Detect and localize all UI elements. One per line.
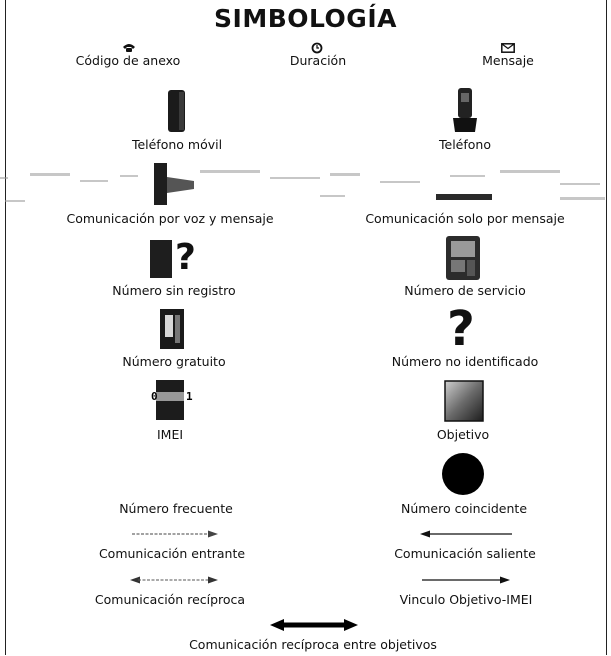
- unregistered-number-icon: ?: [150, 237, 196, 278]
- svg-text:?: ?: [447, 303, 475, 351]
- unidentified-number-icon: ?: [447, 303, 475, 351]
- anexo-label: Código de anexo: [75, 53, 181, 68]
- legend-frame: [5, 0, 607, 655]
- coincident-number-icon: [442, 453, 484, 495]
- telefono-movil-label: Teléfono móvil: [131, 137, 223, 152]
- incoming-arrow-icon: [132, 530, 218, 538]
- voice-message-icon: [154, 163, 194, 205]
- frecuente-label: Número frecuente: [119, 501, 233, 516]
- imei-label: IMEI: [156, 427, 184, 442]
- coincidente-label: Número coincidente: [400, 501, 528, 516]
- duracion-label: Duración: [289, 53, 347, 68]
- solo-mensaje-label: Comunicación solo por mensaje: [365, 211, 565, 226]
- sin-registro-label: Número sin registro: [112, 283, 236, 298]
- entre-objetivos-label: Comunicación recíproca entre objetivos: [189, 637, 437, 652]
- entrante-label: Comunicación entrante: [98, 546, 246, 561]
- svg-text:?: ?: [175, 237, 196, 278]
- mobile-phone-icon: [168, 90, 185, 132]
- de-servicio-label: Número de servicio: [404, 283, 526, 298]
- toll-free-number-icon: [160, 309, 184, 349]
- gratuito-label: Número gratuito: [122, 354, 226, 369]
- bidirectional-thick-arrow-icon: [270, 619, 358, 631]
- vinculo-label: Vinculo Objetivo-IMEI: [399, 592, 533, 607]
- clock-icon: [311, 42, 323, 54]
- saliente-label: Comunicación saliente: [394, 546, 536, 561]
- reciproca-label: Comunicación recíproca: [94, 592, 246, 607]
- objetivo-label: Objetivo: [436, 427, 490, 442]
- outgoing-arrow-icon: [420, 530, 512, 538]
- target-icon: [444, 380, 484, 422]
- envelope-icon: [501, 43, 515, 53]
- service-number-icon: [446, 236, 480, 280]
- imei-icon: 0 1: [148, 380, 196, 420]
- phone-receiver-icon: [123, 44, 135, 52]
- svg-text:0: 0: [151, 390, 158, 403]
- svg-text:1: 1: [186, 390, 193, 403]
- reciprocal-arrow-icon: [130, 576, 218, 584]
- voz-mensaje-label: Comunicación por voz y mensaje: [66, 211, 274, 226]
- telefono-label: Teléfono: [439, 137, 491, 152]
- message-only-icon: [436, 194, 492, 200]
- legend-title: SIMBOLOGÍA: [214, 4, 397, 33]
- desk-phone-icon: [453, 88, 477, 132]
- imei-link-arrow-icon: [422, 576, 510, 584]
- no-identificado-label: Número no identificado: [391, 354, 539, 369]
- mensaje-label: Mensaje: [482, 53, 534, 68]
